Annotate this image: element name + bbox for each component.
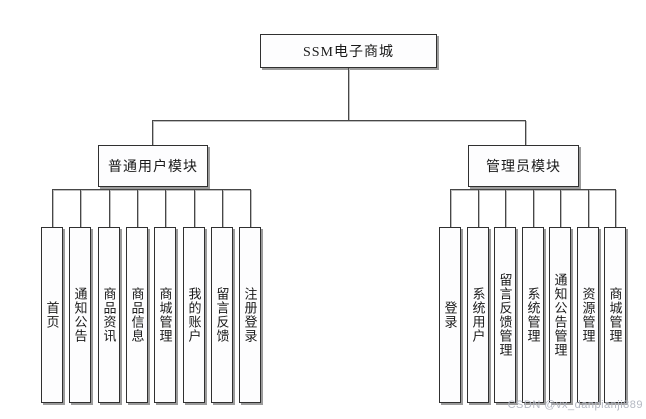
leaf-label: 留言反馈管理 <box>497 273 513 357</box>
leaf-label: 留言反馈 <box>214 287 230 343</box>
connector-leaf-drop <box>478 189 479 227</box>
leaf-node-register-login: 注册登录 <box>239 227 261 403</box>
connector-leaf-drop <box>533 189 534 227</box>
connector-level1-rail <box>152 120 526 121</box>
connector-leaf-drop <box>505 189 506 227</box>
module-node-regular-user: 普通用户模块 <box>98 145 208 187</box>
leaf-label: 商城管理 <box>157 287 173 343</box>
leaf-label: 系统管理 <box>525 287 541 343</box>
watermark: CSDN @vx_danpianji889 <box>507 399 643 411</box>
leaf-node-home: 首页 <box>41 227 63 403</box>
connector-root-stem <box>348 68 349 120</box>
leaf-node-notice: 通知公告 <box>69 227 91 403</box>
leaf-label: 注册登录 <box>242 287 258 343</box>
leaf-label: 资源管理 <box>580 287 596 343</box>
leaf-node-feedback-manage: 留言反馈管理 <box>494 227 516 403</box>
connector-leaf-drop <box>615 189 616 227</box>
connector-leaf-drop <box>194 189 195 227</box>
connector-user-rail <box>52 189 251 190</box>
connector-leaf-drop <box>52 189 53 227</box>
leaf-label: 通知公告 <box>72 287 88 343</box>
leaf-label: 首页 <box>44 301 60 329</box>
connector-leaf-drop <box>165 189 166 227</box>
connector-admin-module-drop <box>525 120 526 145</box>
leaf-label: 商品信息 <box>129 287 145 343</box>
connector-leaf-drop <box>222 189 223 227</box>
leaf-node-system-user: 系统用户 <box>467 227 489 403</box>
connector-leaf-drop <box>80 189 81 227</box>
leaf-label: 商品资讯 <box>101 287 117 343</box>
leaf-node-product-info: 商品信息 <box>126 227 148 403</box>
leaf-label: 通知公告管理 <box>552 273 568 357</box>
leaf-node-system-manage: 系统管理 <box>522 227 544 403</box>
module-node-admin: 管理员模块 <box>468 145 579 187</box>
connector-leaf-drop <box>250 189 251 227</box>
leaf-node-mall-manage: 商城管理 <box>154 227 176 403</box>
leaf-node-feedback: 留言反馈 <box>211 227 233 403</box>
connector-leaf-drop <box>588 189 589 227</box>
leaf-node-mall-manage-admin: 商城管理 <box>604 227 626 403</box>
leaf-node-product-news: 商品资讯 <box>98 227 120 403</box>
leaf-label: 我的账户 <box>186 287 202 343</box>
leaf-node-resource-manage: 资源管理 <box>577 227 599 403</box>
leaf-node-my-account: 我的账户 <box>183 227 205 403</box>
leaf-label: 商城管理 <box>607 287 623 343</box>
connector-leaf-drop <box>109 189 110 227</box>
leaf-node-login: 登录 <box>439 227 461 403</box>
connector-leaf-drop <box>450 189 451 227</box>
leaf-node-notice-manage: 通知公告管理 <box>549 227 571 403</box>
root-node: SSM电子商城 <box>260 34 437 68</box>
leaf-label: 登录 <box>442 301 458 329</box>
connector-leaf-drop <box>137 189 138 227</box>
leaf-label: 系统用户 <box>470 287 486 343</box>
connector-leaf-drop <box>560 189 561 227</box>
connector-user-module-drop <box>152 120 153 145</box>
